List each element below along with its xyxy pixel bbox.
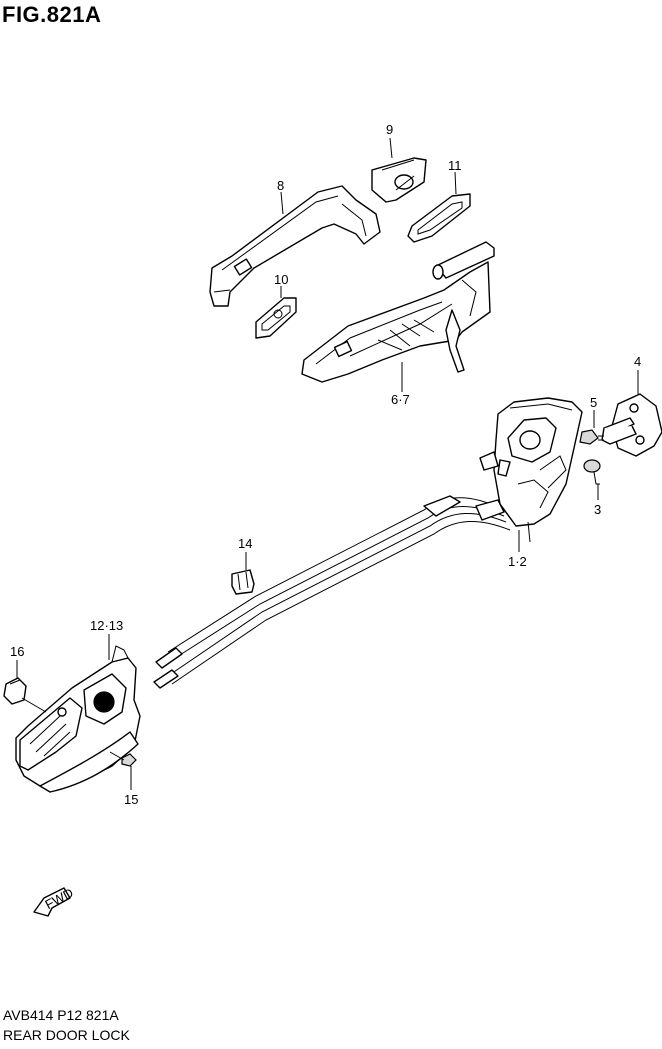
callout-4: 4	[634, 354, 641, 369]
callout-8: 8	[277, 178, 284, 193]
part-12-13-inner-handle[interactable]	[15, 645, 141, 793]
callout-12-13: 12·13	[90, 618, 123, 633]
part-14-cable-clip[interactable]	[231, 569, 255, 595]
part-8-handle-cover[interactable]	[209, 185, 381, 307]
footer-figure-code: AVB414 P12 821A	[3, 1007, 119, 1023]
callout-3: 3	[594, 502, 601, 517]
callout-9: 9	[386, 122, 393, 137]
fwd-label: FWD	[42, 885, 75, 912]
leader-11	[454, 171, 457, 195]
part-1-2-door-lock[interactable]	[479, 397, 583, 543]
callout-5: 5	[590, 395, 597, 410]
part-16-cap[interactable]	[3, 677, 27, 705]
part-6-7-outer-handle[interactable]	[301, 241, 495, 383]
part-9-handle-cap[interactable]	[371, 157, 427, 203]
callout-1-2: 1·2	[508, 554, 527, 569]
figure-title: FIG.821A	[2, 2, 102, 27]
leader-8	[280, 191, 284, 215]
callout-11: 11	[448, 158, 462, 173]
footer-figure-name: REAR DOOR LOCK	[3, 1027, 130, 1043]
lock-cables	[153, 495, 511, 689]
leader-9	[389, 137, 393, 159]
callout-15: 15	[124, 792, 138, 807]
part-10-small-gasket[interactable]	[255, 297, 297, 339]
callout-14: 14	[238, 536, 252, 551]
callout-10: 10	[274, 272, 288, 287]
callout-6-7: 6·7	[391, 392, 410, 407]
fwd-arrow-icon: FWD	[33, 885, 76, 917]
leader-16-b	[21, 697, 47, 713]
callout-16: 16	[10, 644, 24, 659]
part-11-gasket[interactable]	[407, 193, 471, 243]
part-4-striker[interactable]	[601, 393, 662, 457]
part-3-screw[interactable]	[583, 459, 601, 485]
part-5-bolt[interactable]	[579, 429, 604, 445]
part-15-screw[interactable]	[109, 751, 137, 767]
